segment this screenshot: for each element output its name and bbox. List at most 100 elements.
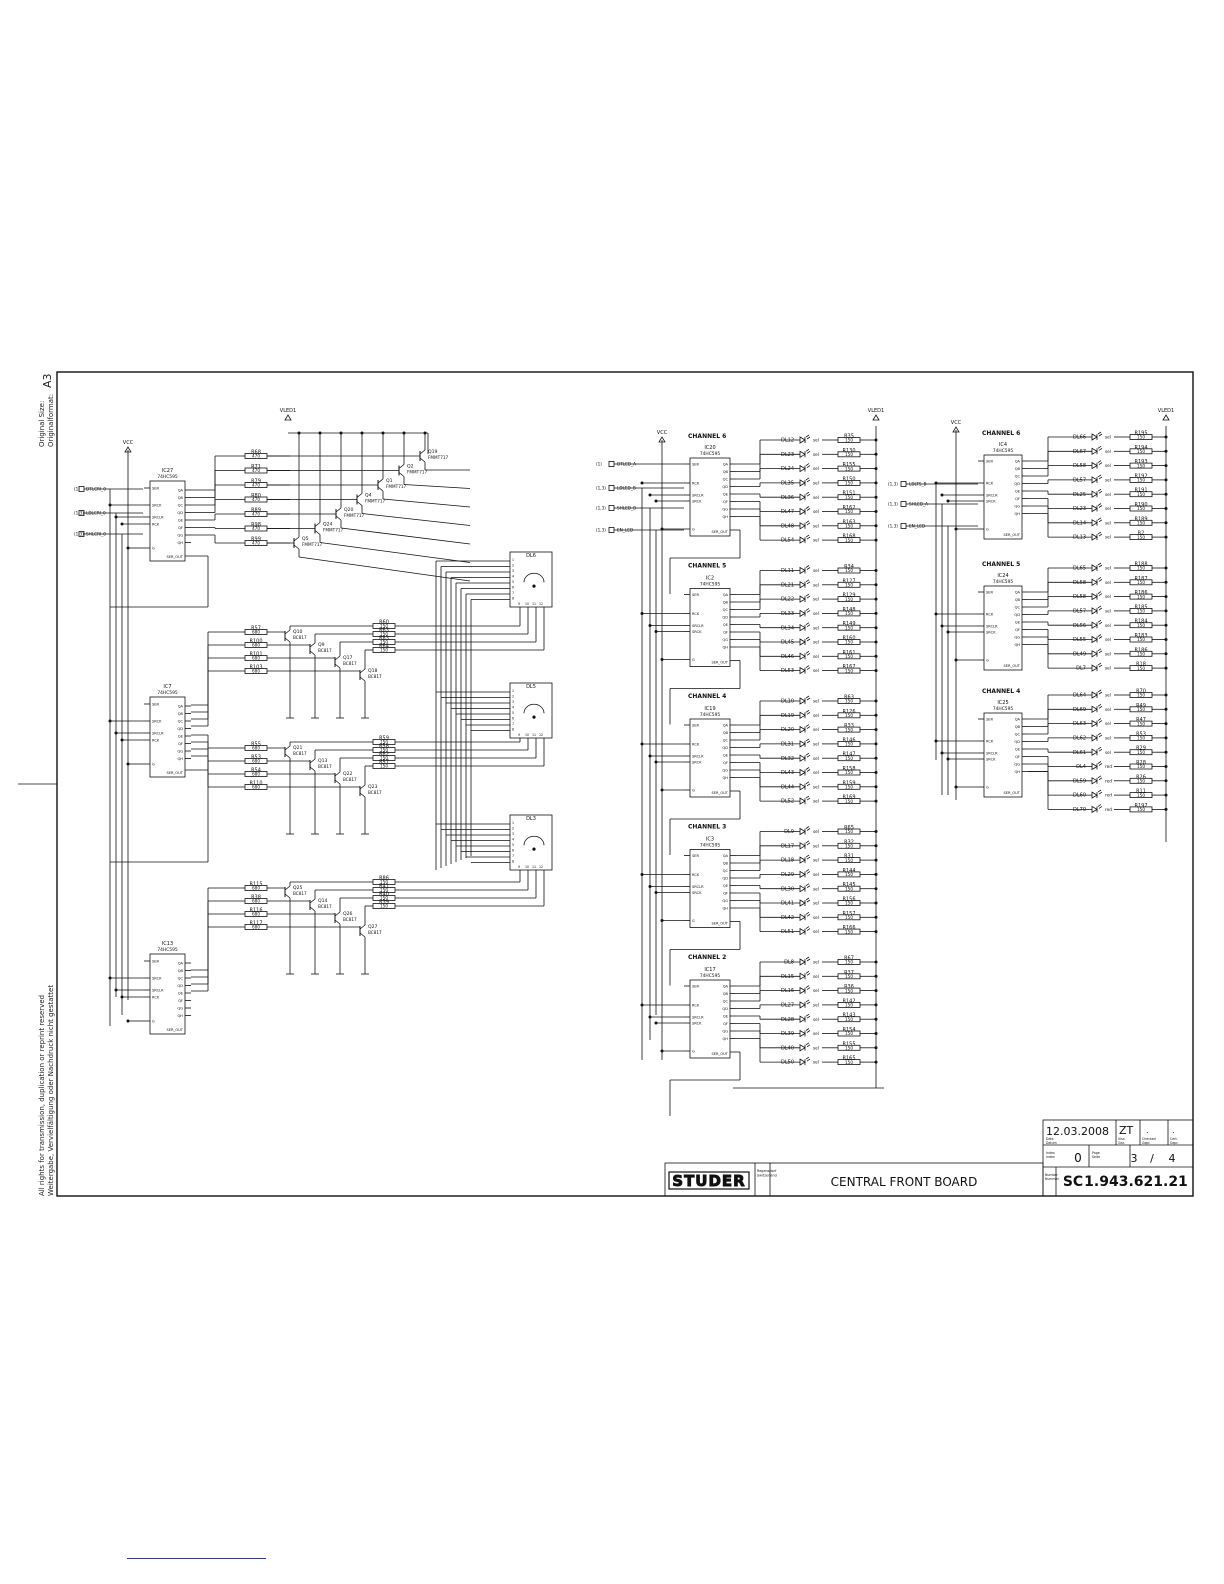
led-color: sel xyxy=(1105,463,1111,468)
led-DL33 xyxy=(799,609,806,618)
led-ref: DL31 xyxy=(781,742,794,748)
connector-pin: 11 xyxy=(532,733,536,737)
connector-DL5 xyxy=(509,682,553,739)
junction-dot xyxy=(940,751,944,755)
led-DL58 xyxy=(1091,578,1098,587)
led-color: sel xyxy=(813,713,819,718)
resistor-value: 150 xyxy=(845,799,853,804)
junction-dot xyxy=(654,891,658,894)
led-DL64 xyxy=(1091,691,1098,699)
ic-pin-label: QB xyxy=(723,470,729,474)
resistor-ref: R36 xyxy=(844,984,854,990)
resistor-value: 470 xyxy=(252,454,260,459)
junction-dot xyxy=(874,960,878,964)
drive-wire xyxy=(319,542,471,563)
transistor-ref: Q1 xyxy=(386,478,393,484)
led-ref: DL53 xyxy=(781,668,794,674)
resistor-value: 680 xyxy=(252,772,260,777)
led-ray xyxy=(805,999,810,1003)
led-DL54 xyxy=(799,536,806,544)
led-ref: DL14 xyxy=(1073,520,1086,526)
led-ray xyxy=(1097,517,1102,521)
led-ray xyxy=(805,650,810,654)
resistor-ref: R18 xyxy=(1136,662,1146,668)
resistor-ref: R68 xyxy=(251,450,261,456)
led-DL35 xyxy=(799,479,806,487)
transistor-type: FMMT717 xyxy=(386,484,407,489)
resistor-value: 470 xyxy=(252,468,260,473)
junction-dot xyxy=(874,1017,878,1021)
resistor-ref: R67 xyxy=(844,956,854,962)
title-block-right xyxy=(1042,1119,1194,1197)
connector-pin: 12 xyxy=(539,733,543,737)
ic-pin-label: G xyxy=(692,658,695,662)
net-name: LDLCRI_0 xyxy=(86,511,106,516)
led-ray xyxy=(1097,488,1102,492)
ic-pin-label: QH xyxy=(177,541,183,545)
transistor-type: BC817 xyxy=(343,917,357,922)
ic-pin-label: SRCLR xyxy=(692,755,704,759)
ic-pin-label: SER_OUT xyxy=(166,771,183,775)
transistor-type: BC817 xyxy=(293,635,307,640)
resistor-ref: R191 xyxy=(1134,488,1147,494)
ic-pin-label: SRCK xyxy=(986,500,996,504)
led-DL41 xyxy=(799,899,806,907)
resistor-ref: R110 xyxy=(249,781,262,787)
resistor-value: 150 xyxy=(1137,506,1145,511)
junction-dot xyxy=(660,919,664,922)
junction-dot xyxy=(874,989,878,993)
checked-mark: . xyxy=(1146,1126,1149,1135)
connector-pin: 5 xyxy=(512,711,514,715)
led-DL8 xyxy=(799,958,806,966)
led-ray xyxy=(1097,562,1102,566)
transistor-collector xyxy=(334,655,341,661)
resistor-ref: R143 xyxy=(842,1013,855,1019)
led-ref: DL62 xyxy=(1073,736,1086,742)
led-ref: DL51 xyxy=(781,929,794,935)
led-ray xyxy=(1097,431,1102,435)
led-ray xyxy=(806,567,811,570)
ic-pin-label: RCK xyxy=(986,613,994,617)
led-ray xyxy=(1098,462,1103,465)
led-color: sel xyxy=(1105,707,1111,712)
ic-name: IC19 xyxy=(704,706,715,712)
led-color: sel xyxy=(1105,750,1111,755)
ic-pin-label: SRCK xyxy=(692,1022,702,1026)
connector-knob xyxy=(523,703,545,714)
ic-pin-label: RCK xyxy=(986,482,994,486)
ic-pin-label: G xyxy=(692,789,695,793)
led-ray xyxy=(805,463,810,466)
led-color: red xyxy=(1105,807,1112,812)
led-color: sel xyxy=(813,727,819,732)
ic-pin-label: QF xyxy=(178,526,183,530)
resistor-value: 150 xyxy=(845,742,853,747)
led-ray xyxy=(806,972,811,976)
resistor-ref: R32 xyxy=(844,839,854,845)
led-color: sel xyxy=(1105,609,1111,614)
led-ray xyxy=(1097,789,1102,793)
resistor-value: 150 xyxy=(1137,779,1145,784)
led-ray xyxy=(806,1058,811,1062)
led-ray xyxy=(806,754,811,758)
resistor-ref: R34 xyxy=(844,564,854,570)
led-DL24 xyxy=(799,464,806,473)
led-ray xyxy=(1098,748,1103,752)
led-ray xyxy=(806,508,811,511)
ic-IC25 xyxy=(983,712,1023,798)
ic-pin-label: QA xyxy=(723,463,729,467)
transistor-collector xyxy=(284,629,291,635)
led-DL34 xyxy=(799,623,806,632)
junction-dot xyxy=(1164,693,1168,697)
led-DL20 xyxy=(799,725,806,734)
led-DL15 xyxy=(799,972,806,981)
ic-pin-label: QC xyxy=(723,1000,729,1004)
transistor-emitter xyxy=(398,472,405,477)
ic-pin-label: QB xyxy=(723,862,729,866)
led-ray xyxy=(1098,705,1103,709)
ic-name: IC7 xyxy=(163,684,171,690)
led-color: sel xyxy=(1105,506,1111,511)
ic-IC4 xyxy=(983,454,1023,540)
junction-dot xyxy=(660,527,664,531)
ic-name: IC17 xyxy=(704,967,715,973)
